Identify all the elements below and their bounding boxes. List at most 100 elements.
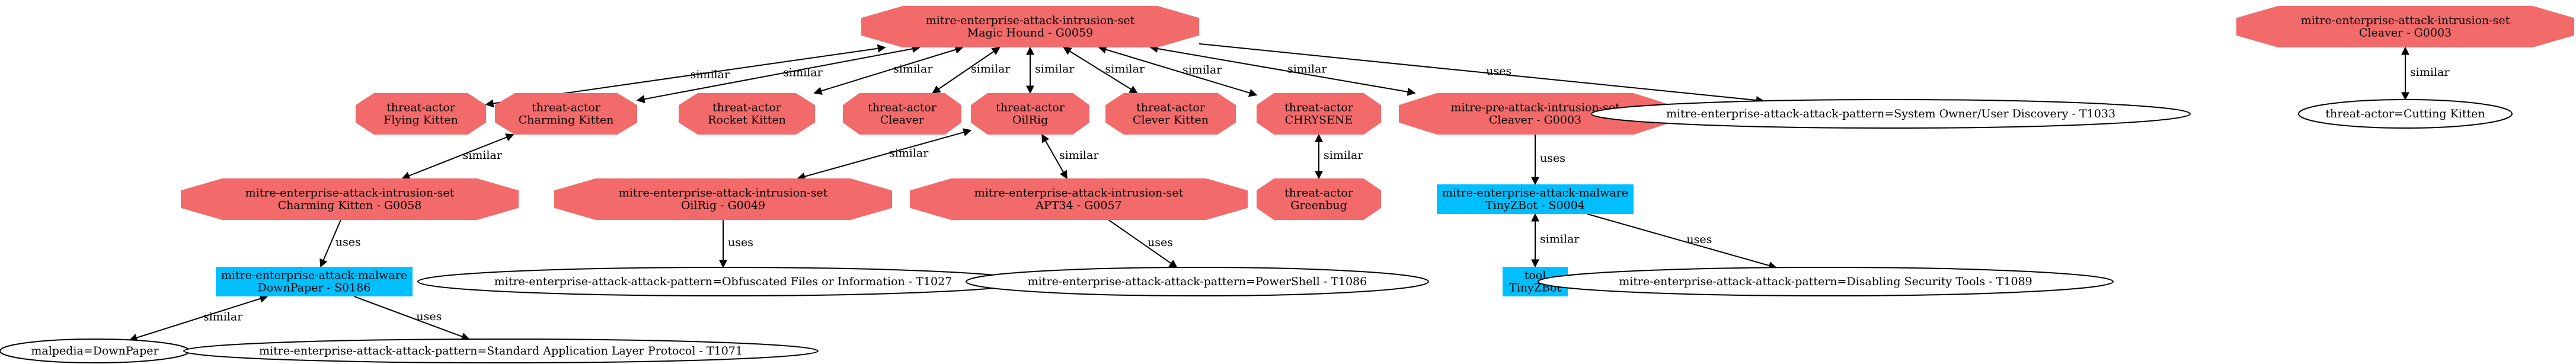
node-label: Magic Hound - G0059 [967,27,1093,40]
node-shape [1437,184,1634,214]
node-apt34[interactable]: mitre-enterprise-attack-intrusion-setAPT… [910,178,1248,220]
edge-line [353,296,470,341]
node-label: Clever Kitten [1133,114,1209,127]
edge-label: uses [1540,152,1565,165]
edge-tinyzbot_malware-disabling_tools: uses [1587,213,1778,270]
node-label: TinyZBot - S0004 [1485,199,1585,212]
node-shape [843,93,961,135]
edge-magic_hound-sys_owner: uses [1198,43,1765,104]
node-label: malpedia=DownPaper [31,344,159,357]
edge-chrysene-greenbug: similar [1315,133,1363,180]
edge-label: uses [335,236,361,249]
edge-label: similar [893,63,933,76]
edge-oilrig_actor-apt34: similar [1041,133,1099,180]
edge-line [1198,43,1765,104]
node-oilrig-set[interactable]: mitre-enterprise-attack-intrusion-setOil… [554,178,892,220]
edge-label: similar [971,63,1011,76]
node-shape [1257,93,1381,135]
node-label: CHRYSENE [1285,114,1353,127]
node-shape [1257,178,1381,220]
edge-magic_hound-clever_kitten: similar [1063,47,1145,94]
node-label: threat-actor=Cutting Kitten [2325,107,2485,120]
node-label: Rocket Kitten [708,114,786,127]
edge-label: similar [1105,63,1145,76]
node-label: mitre-enterprise-attack-attack-pattern=S… [1666,107,2115,120]
edge-label: similar [1540,233,1580,246]
node-shape [910,178,1248,220]
edges-layer: similar similar similar similar similar simil… [129,43,2450,342]
node-label: Charming Kitten [519,114,614,127]
node-label: mitre-enterprise-attack-malware [221,269,407,282]
edge-label: similar [1324,149,1363,162]
node-label: mitre-enterprise-attack-attack-pattern=D… [1619,275,2032,288]
node-label: Cleaver - G0003 [1489,114,1581,127]
node-label: APT34 - G0057 [1035,199,1121,212]
node-label: Cleaver - G0003 [2359,27,2452,40]
node-shape [216,267,413,296]
node-shape [183,339,819,363]
node-shape [861,6,1199,47]
edge-label: uses [728,236,753,249]
node-obfuscated[interactable]: mitre-enterprise-attack-attack-pattern=O… [417,267,1029,296]
node-sys-owner[interactable]: mitre-enterprise-attack-attack-pattern=S… [1591,99,2191,129]
node-label: threat-actor [1136,101,1206,114]
node-label: Greenbug [1290,199,1347,212]
node-label: mitre-enterprise-attack-intrusion-set [245,187,455,200]
edge-line [1041,133,1068,180]
node-label: OilRig - G0049 [681,199,765,212]
node-shape [966,267,1429,296]
node-magic-hound[interactable]: mitre-enterprise-attack-intrusion-setMag… [861,6,1199,47]
edge-magic_hound-pre_cleaver: similar [1149,44,1416,96]
node-label: mitre-pre-attack-intrusion-set [1450,101,1620,114]
node-label: threat-actor [996,101,1065,114]
node-label: threat-actor [532,101,601,114]
node-downpaper[interactable]: mitre-enterprise-attack-malwareDownPaper… [216,267,413,296]
node-label: mitre-enterprise-attack-malware [1442,187,1628,200]
edge-line [129,295,269,342]
node-charming-kitten-set[interactable]: mitre-enterprise-attack-intrusion-setCha… [181,178,519,220]
node-disabling-tools[interactable]: mitre-enterprise-attack-attack-pattern=D… [1538,267,2114,296]
edge-label: similar [1182,63,1222,76]
edge-charming_kitten_set-downpaper: uses [319,219,361,268]
node-shape [554,178,892,220]
edge-label: uses [416,310,442,323]
node-powershell[interactable]: mitre-enterprise-attack-attack-pattern=P… [966,267,1429,296]
node-std-app-layer[interactable]: mitre-enterprise-attack-attack-pattern=S… [183,339,819,363]
node-tinyzbot-malware[interactable]: mitre-enterprise-attack-malwareTinyZBot … [1437,184,1634,214]
edge-cleaver_g0003-cutting_kitten: similar [2401,46,2450,101]
edge-label: similar [1059,149,1099,162]
edge-label: similar [203,311,243,324]
node-shape [1399,93,1671,135]
node-cutting-kitten[interactable]: threat-actor=Cutting Kitten [2298,99,2513,129]
node-label: OilRig [1012,114,1048,127]
edge-line [319,219,341,268]
node-label: mitre-enterprise-attack-attack-pattern=P… [1028,275,1367,288]
edge-line [932,47,1001,94]
node-label: Charming Kitten - G0058 [278,199,422,212]
edge-line [401,133,514,180]
node-label: mitre-enterprise-attack-attack-pattern=S… [259,344,743,357]
edge-downpaper-malpedia: similar [129,295,269,342]
edge-label: similar [2410,66,2450,79]
node-cleaver-g0003[interactable]: mitre-enterprise-attack-intrusion-setCle… [2236,6,2574,47]
node-label: mitre-enterprise-attack-intrusion-set [619,187,828,200]
node-shape [971,93,1089,135]
node-label: mitre-enterprise-attack-intrusion-set [926,14,1135,27]
edge-label: similar [889,146,929,159]
node-label: threat-actor [868,101,937,114]
node-malpedia[interactable]: malpedia=DownPaper [0,339,190,363]
node-shape [495,93,637,135]
node-label: mitre-enterprise-attack-attack-pattern=O… [494,275,953,288]
edge-magic_hound-cleaver_actor: similar [932,47,1011,94]
edge-label: similar [1035,63,1075,76]
